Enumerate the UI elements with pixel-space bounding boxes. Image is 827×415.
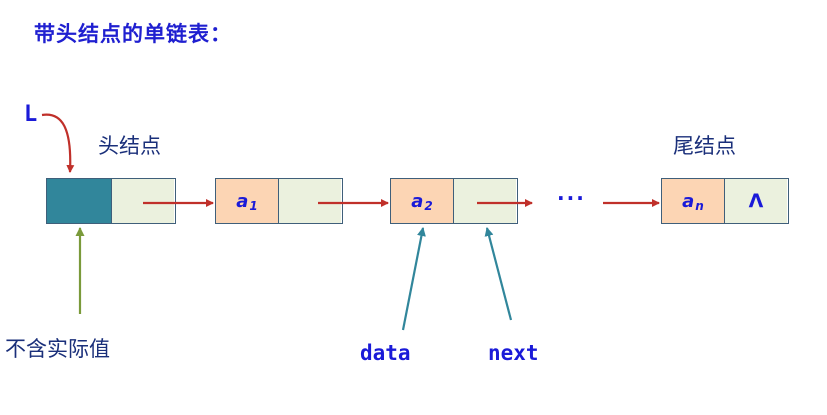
node-data-subscript: n xyxy=(695,199,704,213)
head-node-data-cell xyxy=(47,179,111,223)
tail-node-label: 尾结点 xyxy=(673,134,736,158)
node-next-cell xyxy=(278,179,341,223)
head-node xyxy=(46,178,176,224)
node-next-cell xyxy=(453,179,516,223)
node-data-subscript: 2 xyxy=(424,199,433,213)
node-data-value: a xyxy=(411,190,424,212)
node-data-value: a xyxy=(682,190,695,212)
head-node-next-cell xyxy=(111,179,174,223)
head-pointer-label: L xyxy=(24,102,38,127)
no-value-label: 不含实际值 xyxy=(5,337,110,361)
data-field-label: data xyxy=(360,341,411,365)
node-data-value: a xyxy=(236,190,249,212)
null-next-cell: Λ xyxy=(724,179,787,223)
diagram-title: 带头结点的单链表： xyxy=(34,22,232,46)
next-field-arrow xyxy=(484,227,513,321)
next-field-label: next xyxy=(488,341,539,365)
node-data-subscript: 1 xyxy=(249,199,258,213)
head-node-label: 头结点 xyxy=(98,134,161,158)
data-field-arrow xyxy=(401,227,426,331)
head-pointer-arrow xyxy=(41,113,75,173)
ellipsis: ··· xyxy=(557,186,586,210)
